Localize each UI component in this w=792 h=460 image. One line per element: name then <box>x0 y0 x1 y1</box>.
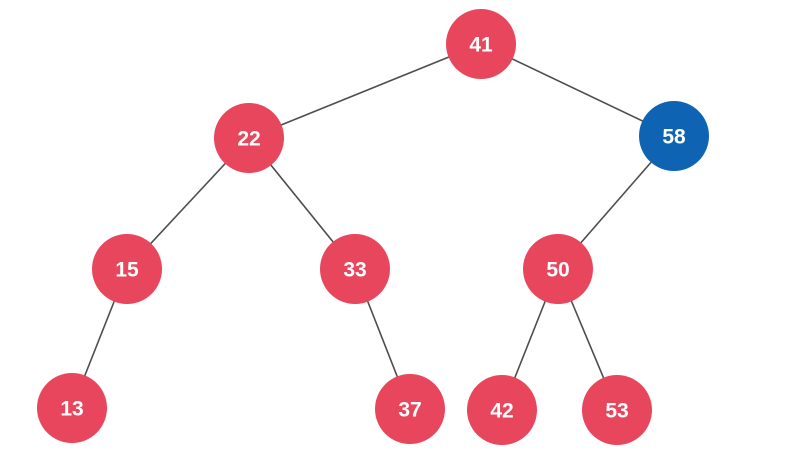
tree-node-42[interactable]: 42 <box>467 375 537 445</box>
tree-node-13[interactable]: 13 <box>37 373 107 443</box>
node-circle-red <box>467 375 537 445</box>
node-circle-red <box>446 9 516 79</box>
node-circle-red <box>37 373 107 443</box>
node-circle-red <box>320 234 390 304</box>
node-circle-red <box>92 234 162 304</box>
tree-node-53[interactable]: 53 <box>582 375 652 445</box>
tree-node-58[interactable]: 58 <box>639 101 709 171</box>
tree-node-33[interactable]: 33 <box>320 234 390 304</box>
tree-edge-41-58 <box>480 43 675 137</box>
tree-edge-41-22 <box>248 43 482 139</box>
node-circle-red <box>375 374 445 444</box>
node-circle-red <box>523 234 593 304</box>
tree-node-15[interactable]: 15 <box>92 234 162 304</box>
node-circle-blue <box>639 101 709 171</box>
tree-node-37[interactable]: 37 <box>375 374 445 444</box>
tree-node-41[interactable]: 41 <box>446 9 516 79</box>
node-circle-red <box>582 375 652 445</box>
tree-node-22[interactable]: 22 <box>214 103 284 173</box>
tree-node-50[interactable]: 50 <box>523 234 593 304</box>
node-circle-red <box>214 103 284 173</box>
